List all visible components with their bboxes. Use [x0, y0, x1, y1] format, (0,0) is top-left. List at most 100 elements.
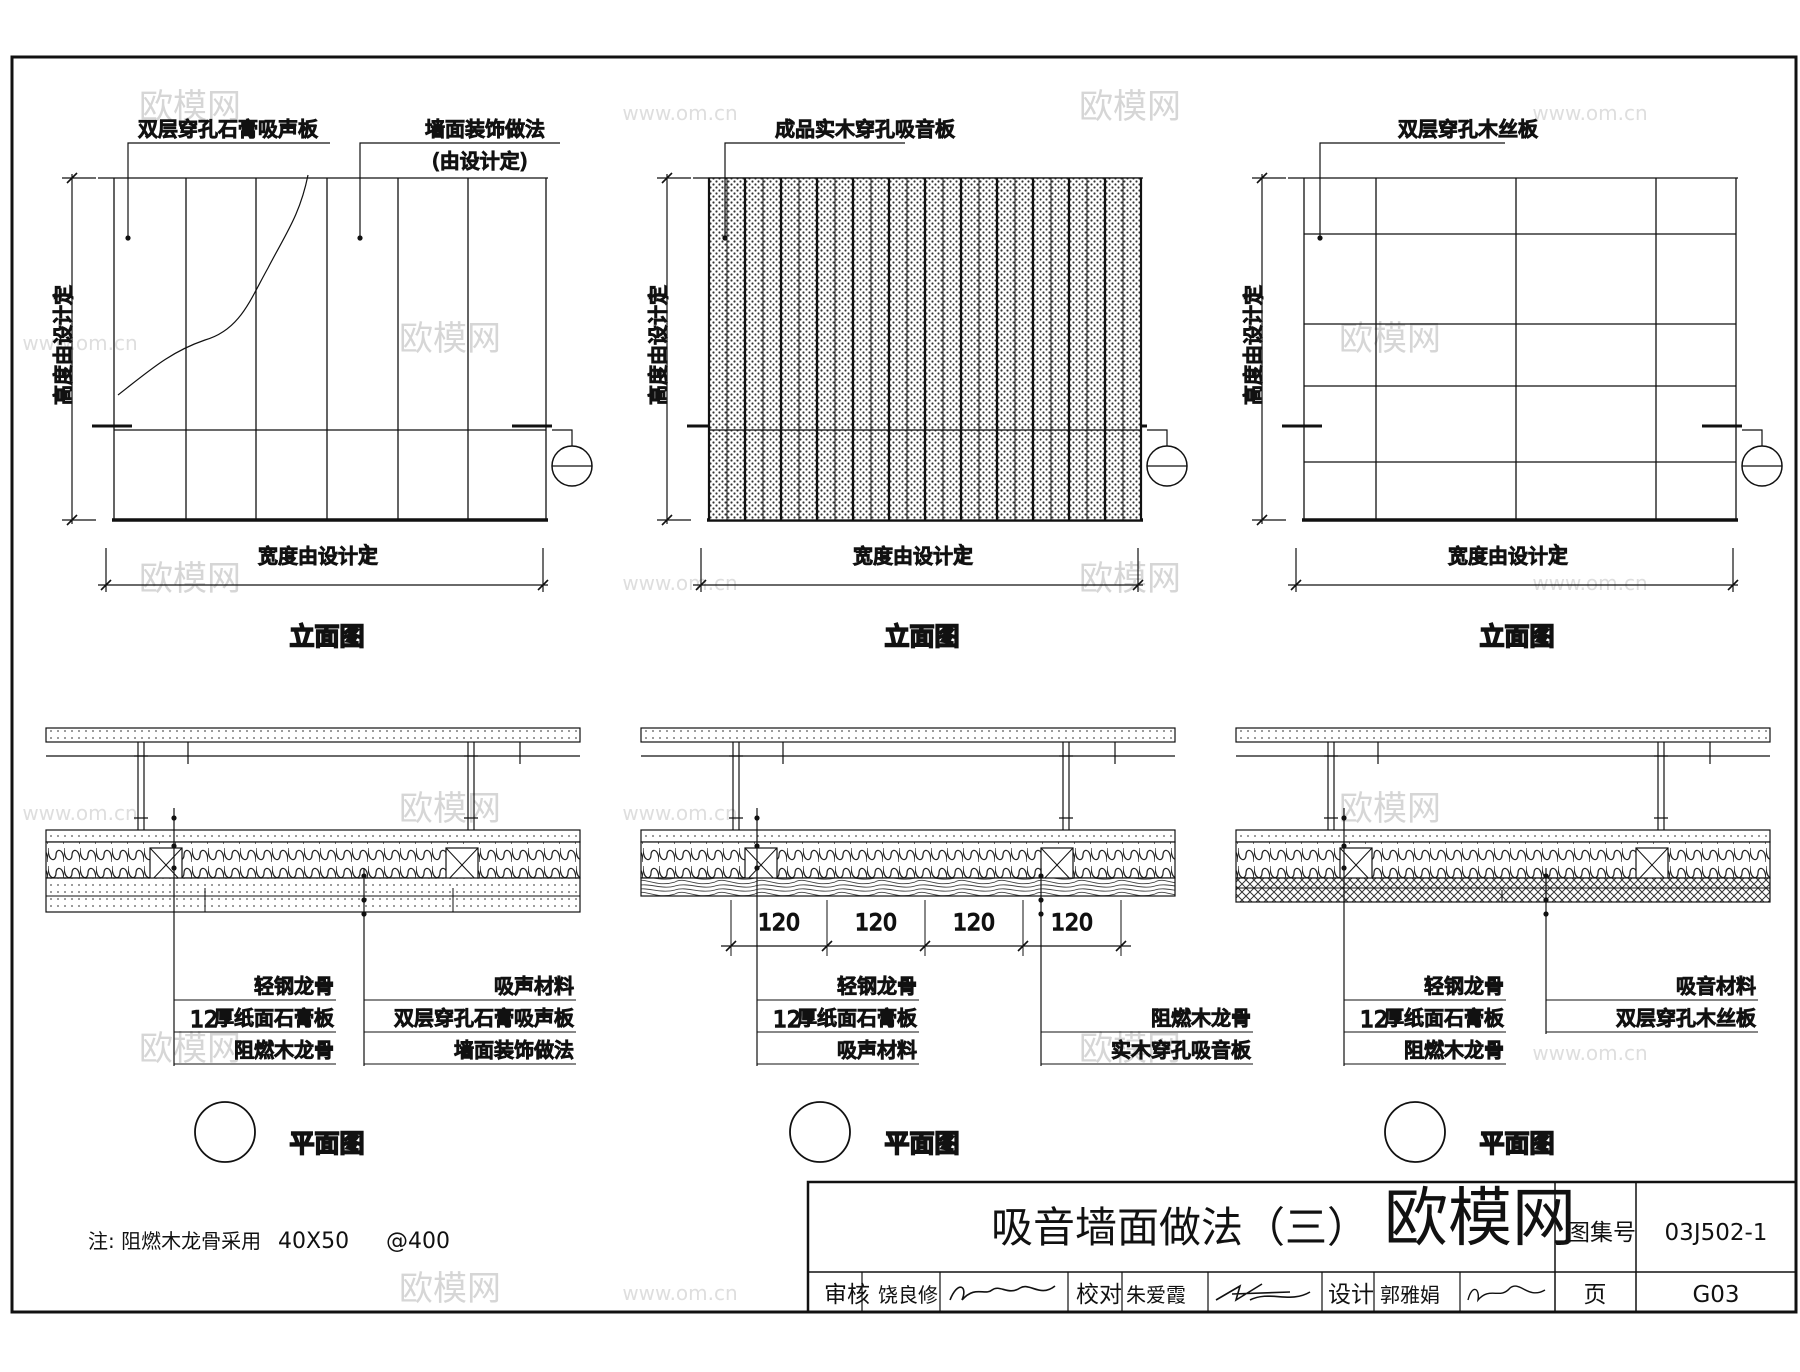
dimension-tick: [100, 579, 112, 591]
watermark-brand: 欧模网: [139, 559, 241, 599]
gypsum-board-12: [45, 829, 581, 843]
watermark-brand: 欧模网: [1079, 1029, 1181, 1069]
note-prefix: 注: 阻燃木龙骨采用: [88, 1229, 261, 1253]
finish-layer: [1235, 877, 1771, 903]
watermark-url: www.om.cn: [1532, 571, 1647, 595]
callout-label-right: 双层穿孔木丝板: [1616, 1006, 1756, 1030]
leader-line: [1319, 142, 1505, 238]
finish-layer: [640, 877, 1176, 897]
atlas-label: 图集号: [1567, 1220, 1636, 1246]
reviewer-name: 饶良修: [878, 1283, 938, 1307]
sheet-title: 吸音墙面做法（三）: [991, 1203, 1369, 1252]
height-paren: ): [1241, 292, 1265, 300]
plan-caption: 平面图: [884, 1129, 959, 1158]
detail-symbol: [194, 1101, 256, 1163]
leader-dot: [1317, 235, 1323, 241]
leader-dot: [1543, 873, 1549, 879]
spacing-dimension: 120: [1051, 911, 1093, 936]
dimension-tick: [1290, 579, 1302, 591]
watermark-brand: 欧模网: [1339, 319, 1441, 359]
callout-label-right: 双层穿孔石膏吸声板: [394, 1006, 574, 1030]
dimension-tick: [919, 940, 931, 952]
steel-stud: [1059, 742, 1073, 830]
height-paren: ): [51, 292, 75, 300]
designer-signature: [1467, 1285, 1546, 1303]
leader-dot: [1038, 897, 1044, 903]
elevation-caption: 立面图: [884, 622, 959, 651]
watermark-brand: 欧模网: [399, 319, 501, 359]
plan-caption: 平面图: [1479, 1129, 1554, 1158]
design-label: 设计: [1328, 1282, 1374, 1308]
width-note: 宽度由设计定: [258, 544, 378, 568]
height-note: 高度由设计定: [51, 285, 75, 405]
width-paren: ): [1553, 541, 1561, 565]
steel-stud: [729, 742, 743, 830]
watermark-brand: 欧模网: [1079, 559, 1181, 599]
leader-dot: [171, 865, 177, 871]
leader-dot: [1543, 897, 1549, 903]
watermark-url: www.om.cn: [1532, 101, 1647, 125]
leader-dot: [1341, 843, 1347, 849]
width-paren: ): [958, 541, 966, 565]
break-line: [117, 174, 309, 396]
top-gypsum-layer: [640, 727, 1176, 743]
thickness-label: 12: [190, 1008, 218, 1033]
dimension-tick: [821, 940, 833, 952]
drawing-content: 高度由设计定)宽度由设计定)立面图双层穿孔石膏吸声板墙面装饰做法(由设计定)高度…: [45, 116, 1783, 1163]
leader-dot: [361, 911, 367, 917]
watermark-brand: 欧模网: [1079, 87, 1181, 127]
callout-label-right: 实木穿孔吸音板: [1111, 1038, 1251, 1062]
batten-cross: [1040, 847, 1074, 883]
label-finish-note: (由设计定): [432, 149, 528, 173]
callout-label-left: 轻钢龙骨: [254, 974, 334, 998]
title-block: 吸音墙面做法（三） 图集号 03J502-1 审核 饶良修 校对 朱爱霞 设计 …: [806, 1180, 1798, 1314]
note-spacing: @400: [386, 1229, 450, 1254]
insulation-layer: [45, 841, 581, 879]
height-note: 高度由设计定: [1241, 285, 1265, 405]
leader-dot: [1341, 865, 1347, 871]
watermark-brand: 欧模网: [139, 1029, 241, 1069]
callout-label-left: 厚纸面石膏板: [1384, 1006, 1504, 1030]
top-gypsum-layer: [1235, 727, 1771, 743]
steel-stud: [1324, 742, 1338, 830]
watermark-url: www.om.cn: [622, 1281, 737, 1305]
insulation-layer: [1235, 841, 1771, 879]
spacing-dimension: 120: [953, 911, 995, 936]
width-paren: ): [363, 541, 371, 565]
callout-label-left: 阻燃木龙骨: [1404, 1038, 1504, 1062]
section-leader: [1742, 429, 1763, 446]
steel-stud: [1654, 742, 1668, 830]
title-block-frame: [806, 1180, 1798, 1314]
watermark-url: www.om.cn: [1532, 1041, 1647, 1065]
leader-dot: [1038, 873, 1044, 879]
detail-symbol: [789, 1101, 851, 1163]
finish-layer: [45, 877, 581, 913]
reviewer-signature: [949, 1285, 1056, 1301]
leader-dot: [171, 815, 177, 821]
watermark-url: www.om.cn: [622, 801, 737, 825]
insulation-layer: [640, 841, 1176, 879]
watermark-brand: 欧模网: [1339, 789, 1441, 829]
steel-stud: [464, 742, 478, 830]
check-label: 校对: [1076, 1282, 1122, 1308]
detail-symbol: [1384, 1101, 1446, 1163]
label-panel: 双层穿孔石膏吸声板: [138, 117, 318, 141]
watermark-url: www.om.cn: [622, 101, 737, 125]
note: 注: 阻燃木龙骨采用 40X50 @400: [88, 1229, 450, 1254]
spacing-dimension: 120: [758, 911, 800, 936]
callout-label-left: 阻燃木龙骨: [234, 1038, 334, 1062]
callout-label-right: 墙面装饰做法: [454, 1038, 574, 1062]
dimension-tick: [1132, 579, 1144, 591]
watermark-url: www.om.cn: [622, 571, 737, 595]
watermark-brand: 欧模网: [139, 87, 241, 127]
thickness-label: 12: [773, 1008, 801, 1033]
leader-line: [359, 142, 560, 238]
dimension-tick: [1727, 579, 1739, 591]
callout-label-left: 厚纸面石膏板: [214, 1006, 334, 1030]
atlas-number: 03J502-1: [1665, 1220, 1768, 1246]
